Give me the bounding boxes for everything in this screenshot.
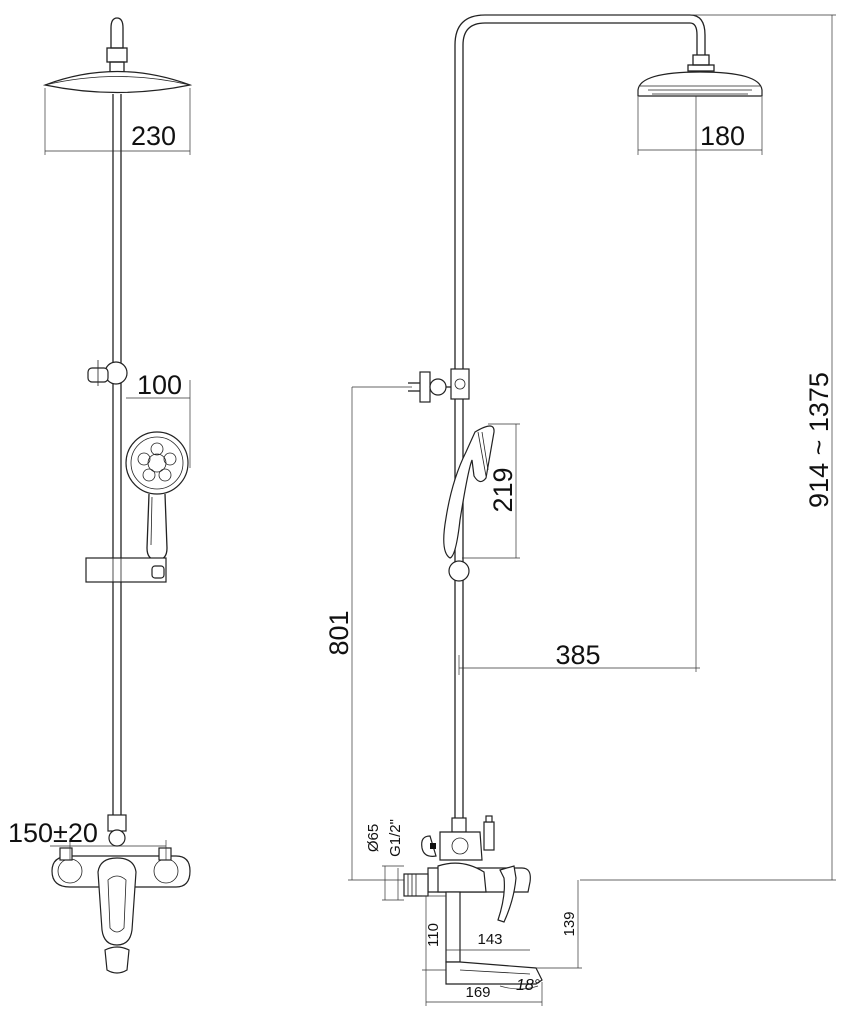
dim-139: 139 bbox=[561, 911, 578, 936]
dim-150-20: 150±20 bbox=[8, 818, 98, 848]
dim-230: 230 bbox=[131, 121, 176, 151]
dim-219: 219 bbox=[488, 467, 518, 512]
front-view: 230 100 bbox=[8, 17, 193, 974]
dim-169: 169 bbox=[465, 984, 490, 1001]
hand-shower-front bbox=[125, 431, 189, 561]
hand-shower-holder-front bbox=[85, 557, 167, 583]
dim-110: 110 bbox=[425, 923, 442, 947]
dim-914-1375: 914 ~ 1375 bbox=[804, 372, 834, 508]
dim-801: 801 bbox=[324, 610, 354, 655]
overhead-shower-head-front bbox=[42, 70, 193, 94]
dim-100: 100 bbox=[137, 370, 182, 400]
slider-bracket-front bbox=[87, 360, 128, 386]
mixer-front bbox=[51, 814, 191, 974]
side-view: 180 219 385 801 bbox=[324, 14, 836, 1006]
dim-dia-65: Ø65 bbox=[365, 824, 382, 852]
dim-angle-18: 18° bbox=[516, 977, 541, 994]
dim-385: 385 bbox=[555, 640, 600, 670]
wall-bracket-side bbox=[408, 368, 470, 403]
mixer-side bbox=[403, 815, 543, 985]
dim-143: 143 bbox=[477, 931, 502, 948]
dim-180: 180 bbox=[700, 121, 745, 151]
hand-shower-side bbox=[443, 425, 495, 582]
overhead-shower-head-side bbox=[637, 71, 763, 97]
dim-g1-2: G1/2" bbox=[387, 819, 404, 857]
